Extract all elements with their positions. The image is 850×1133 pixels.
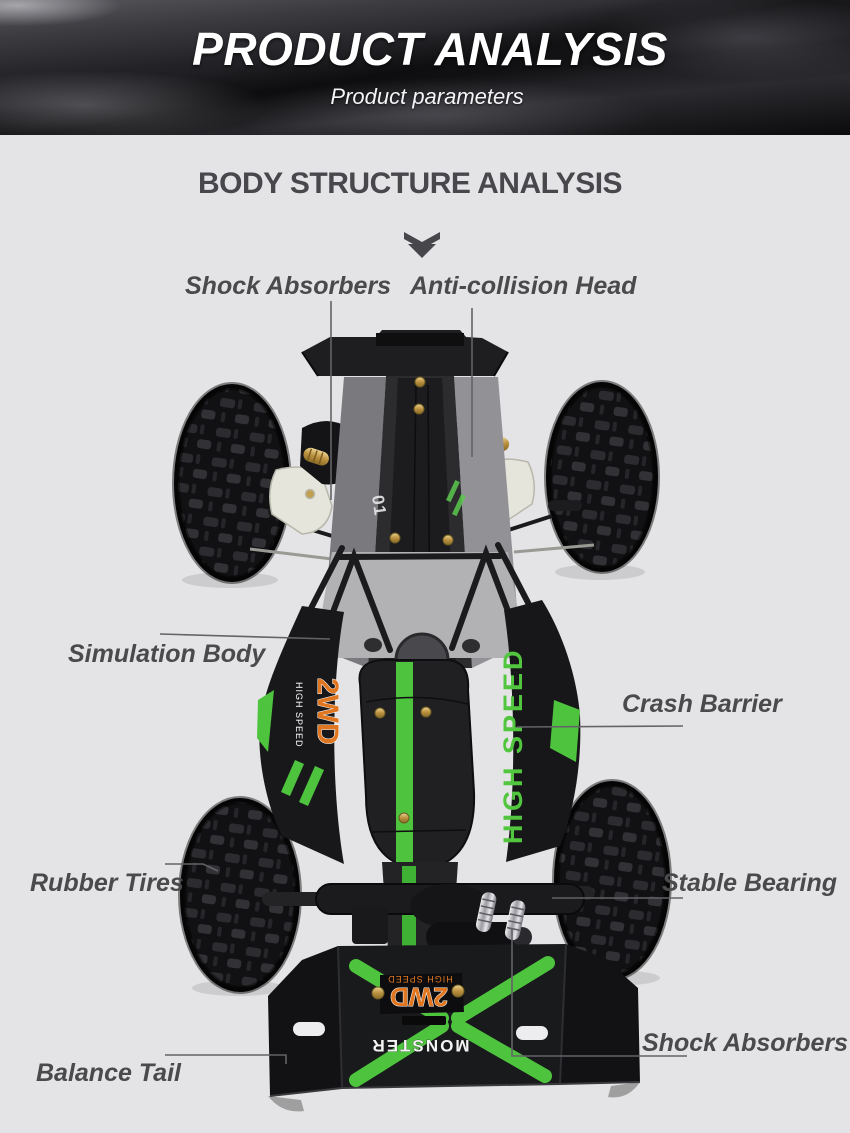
- callout-shock-absorbers-top: Shock Absorbers: [185, 272, 392, 300]
- callout-simulation-body: Simulation Body: [68, 640, 266, 668]
- rear-axle-assembly: [262, 883, 594, 952]
- callout-stable-bearing: Stable Bearing: [662, 869, 838, 897]
- tail-monster-decal: MONSTER: [371, 1036, 470, 1055]
- leader-shock-absorbers-bottom: [511, 928, 687, 1057]
- rear-shock-absorbers: [475, 892, 526, 940]
- left-body-panel: 2WD HIGH SPEED: [257, 606, 345, 864]
- tail-high-speed-decal: HIGH SPEED: [387, 974, 453, 984]
- double-chevron-down-icon: [404, 232, 440, 258]
- callout-shock-absorbers-bottom: Shock Absorbers: [642, 1029, 849, 1057]
- hero-banner: PRODUCT ANALYSIS Product parameters: [0, 0, 850, 135]
- front-wing: [301, 330, 509, 377]
- right-body-panel: HIGH SPEED: [498, 600, 581, 862]
- leader-balance-tail: [165, 1054, 287, 1064]
- callout-anti-collision-head: Anti-collision Head: [410, 272, 637, 300]
- leader-rubber-tires: [165, 863, 219, 872]
- callout-balance-tail: Balance Tail: [36, 1059, 181, 1087]
- section-heading: BODY STRUCTURE ANALYSIS: [197, 167, 623, 200]
- callout-crash-barrier: Crash Barrier: [622, 690, 782, 718]
- leader-simulation-body: [159, 633, 331, 640]
- screws: [374, 706, 432, 824]
- side-high-speed-small-decal: HIGH SPEED: [294, 682, 304, 748]
- callout-leader-lines: [159, 301, 687, 1064]
- screws: [389, 376, 454, 546]
- body-number-decal: 01: [368, 494, 390, 517]
- balance-tail-plate: HIGH SPEED 2WD MONSTER: [268, 943, 641, 1097]
- leader-crash-barrier: [516, 725, 684, 728]
- tail-2wd-decal: 2WD: [390, 982, 448, 1012]
- side-high-speed-decal: HIGH SPEED: [498, 647, 528, 844]
- front-right-wheel: [544, 380, 660, 574]
- cockpit-canopy: [358, 659, 476, 867]
- side-2wd-decal: 2WD: [311, 678, 344, 745]
- callout-rubber-tires: Rubber Tires: [30, 869, 184, 897]
- screws: [371, 984, 465, 1000]
- page-subtitle: Product parameters: [330, 84, 524, 109]
- page-title: PRODUCT ANALYSIS: [192, 23, 668, 75]
